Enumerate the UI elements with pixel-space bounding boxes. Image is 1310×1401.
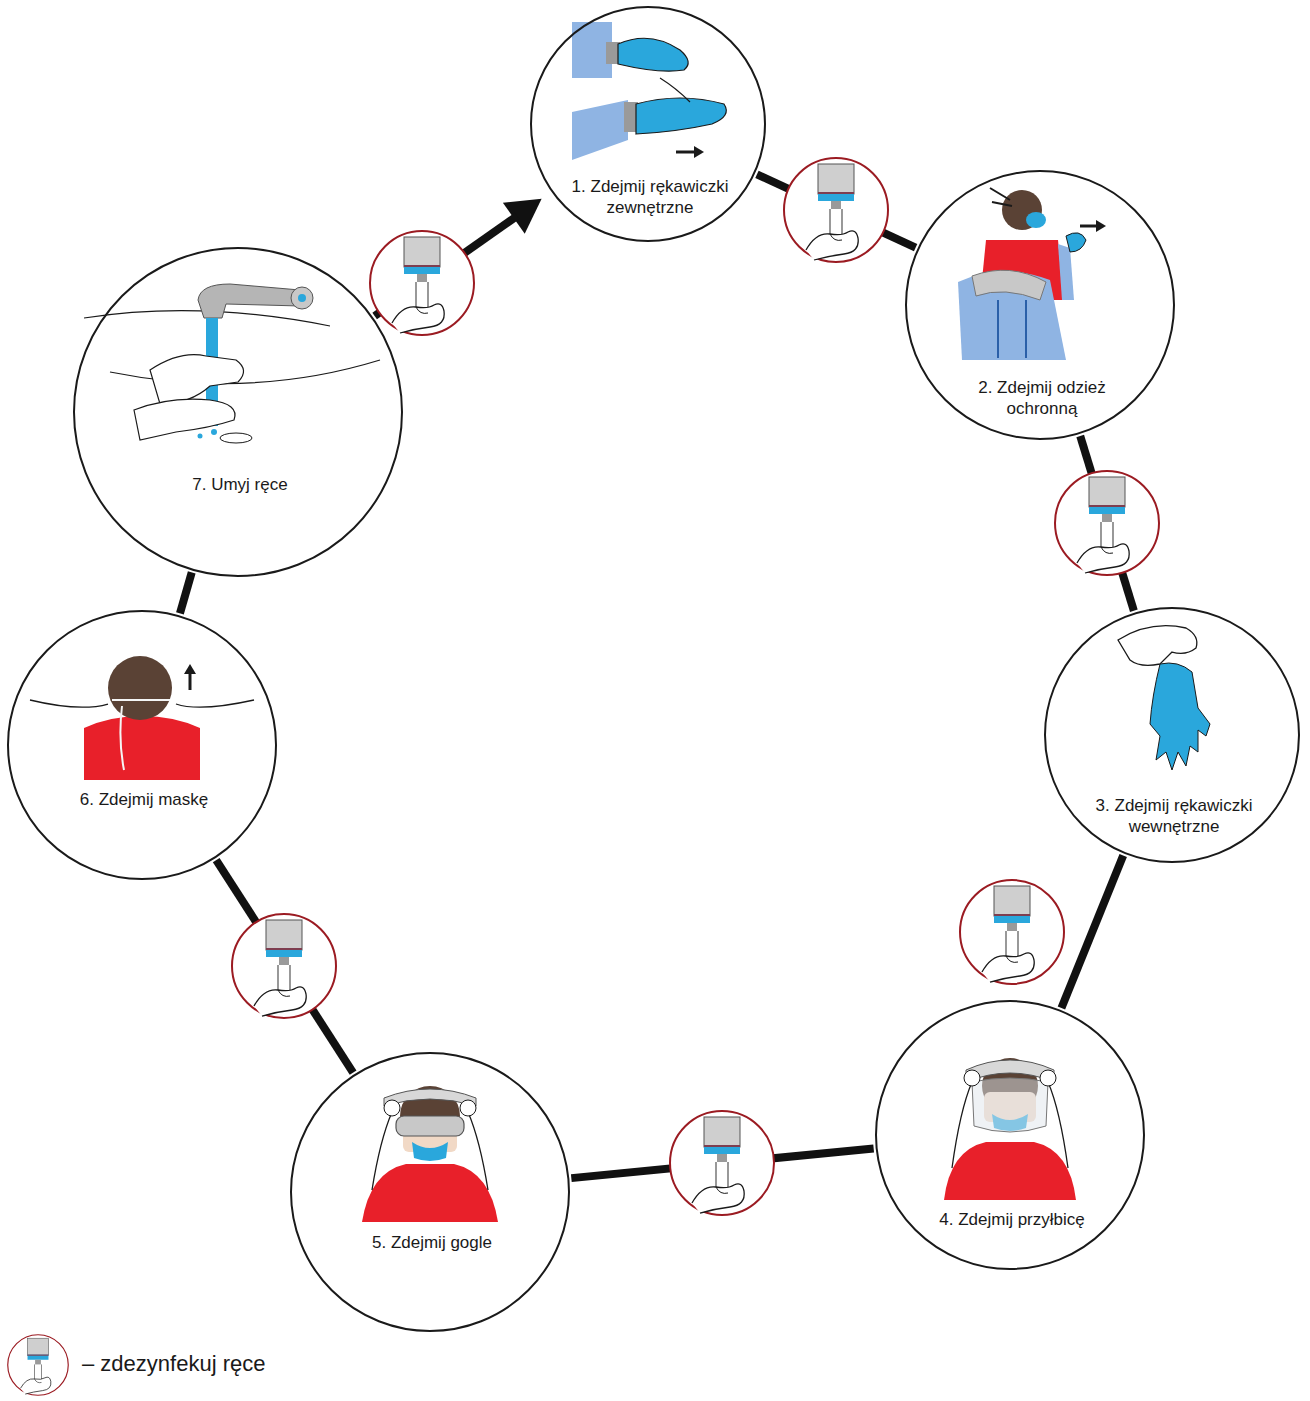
- step-label: 3. Zdejmij rękawiczki wewnętrzne: [1084, 795, 1264, 838]
- step-circle: 4. Zdejmij przyłbicę: [875, 1000, 1145, 1270]
- connector-line: [180, 572, 192, 613]
- legend-text: – zdezynfekuj ręce: [82, 1350, 265, 1379]
- step-circle: 5. Zdejmij gogle: [290, 1052, 570, 1332]
- step-label: 2. Zdejmij odzież ochronną: [962, 377, 1122, 420]
- step-label: 7. Umyj ręce: [130, 474, 350, 495]
- step-circle: 3. Zdejmij rękawiczki wewnętrzne: [1044, 607, 1300, 863]
- step-circle: 2. Zdejmij odzież ochronną: [905, 170, 1175, 440]
- step-label: 1. Zdejmij rękawiczki zewnętrzne: [560, 176, 740, 219]
- step-circle: 6. Zdejmij maskę: [7, 610, 277, 880]
- step-circle: 7. Umyj ręce: [73, 247, 403, 577]
- step-circle: 1. Zdejmij rękawiczki zewnętrzne: [530, 6, 766, 242]
- step-label: 5. Zdejmij gogle: [332, 1232, 532, 1253]
- connector-line: [1061, 855, 1123, 1008]
- connector-line: [216, 860, 353, 1072]
- step-label: 6. Zdejmij maskę: [44, 789, 244, 810]
- step-label: 4. Zdejmij przyłbicę: [912, 1209, 1112, 1230]
